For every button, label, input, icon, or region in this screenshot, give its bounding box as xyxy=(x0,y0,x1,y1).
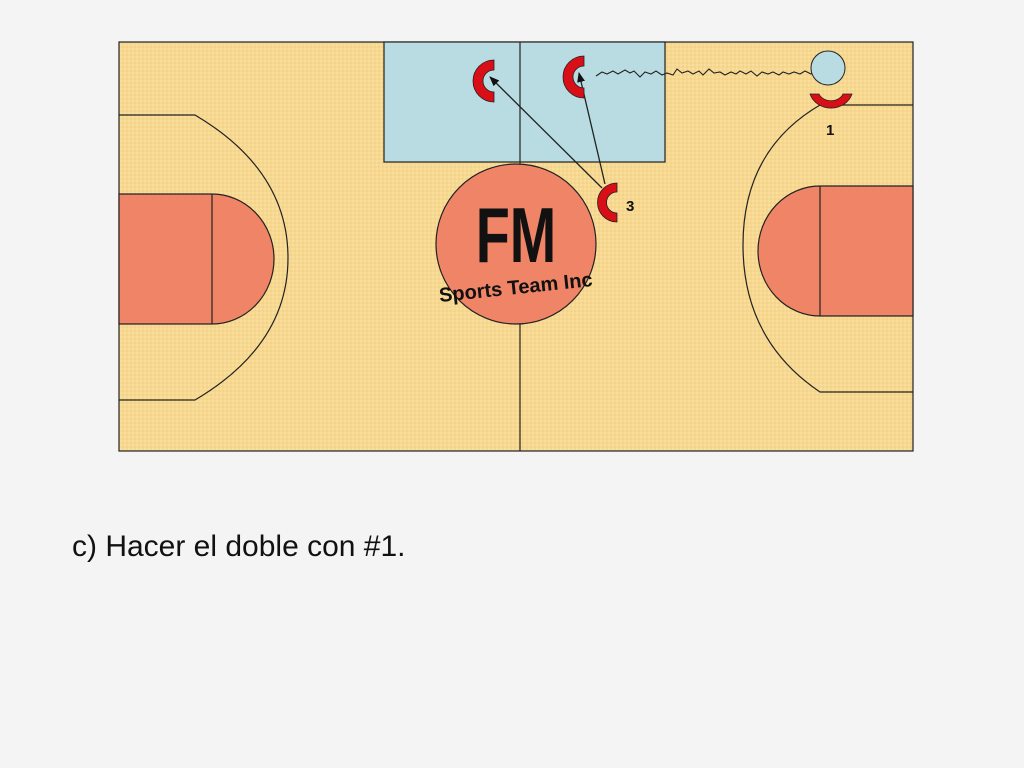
paint-area xyxy=(383,41,666,163)
logo-circle xyxy=(435,163,597,325)
fm-logo: FM Sports Team Inc xyxy=(435,163,597,325)
player-3-label: 3 xyxy=(626,198,634,215)
ball-handler-icon xyxy=(810,50,846,86)
player-1-marker: 1 xyxy=(809,50,853,139)
defender-left-paint xyxy=(472,59,495,103)
logo-title: FM xyxy=(476,193,557,279)
right-key xyxy=(757,185,914,317)
cut-arrow-1 xyxy=(489,76,603,189)
slide-caption: c) Hacer el doble con #1. xyxy=(72,530,406,563)
player-3-marker: 3 xyxy=(597,182,634,223)
right-three-point-line xyxy=(742,104,913,393)
player-1-label: 1 xyxy=(826,122,834,139)
defender-on-ball xyxy=(809,93,853,109)
defender-right-paint xyxy=(562,55,585,99)
left-key xyxy=(118,193,275,325)
left-three-point-line xyxy=(119,114,289,401)
dribble-path xyxy=(595,68,831,78)
